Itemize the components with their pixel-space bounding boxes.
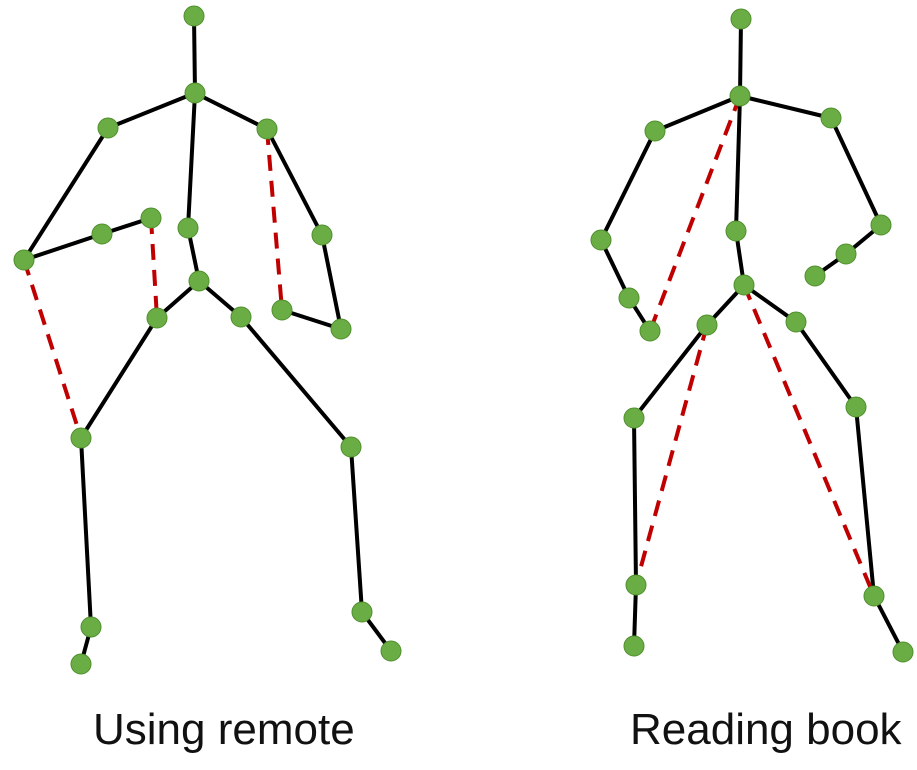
- left-relation-line-1: [149, 217, 159, 319]
- left-bone-2: [193, 91, 269, 131]
- right-joint-10: [804, 265, 826, 287]
- left-joint-3: [256, 118, 278, 140]
- right-bone-13: [632, 416, 638, 587]
- left-bone-12: [79, 316, 159, 440]
- left-joint-17: [351, 601, 373, 623]
- left-bone-3: [22, 126, 110, 262]
- right-joint-12: [696, 314, 718, 336]
- caption-using-remote: Using remote: [93, 705, 355, 754]
- left-joint-12: [271, 299, 293, 321]
- right-joint-13: [785, 311, 807, 333]
- left-joint-19: [380, 640, 402, 662]
- right-relation-line-0: [648, 95, 742, 332]
- left-relation-line-0: [22, 259, 83, 439]
- left-joint-13: [330, 318, 352, 340]
- right-bone-6: [829, 116, 883, 227]
- left-joint-0: [183, 5, 205, 27]
- left-joint-5: [91, 223, 113, 245]
- right-bone-3: [599, 129, 657, 242]
- left-joint-11: [230, 306, 252, 328]
- left-joint-18: [70, 653, 92, 675]
- right-joint-5: [618, 287, 640, 309]
- left-joint-9: [188, 270, 210, 292]
- right-bone-16: [794, 320, 858, 409]
- right-bone-12: [632, 323, 709, 420]
- left-bone-8: [265, 127, 324, 237]
- left-bone-17: [349, 445, 364, 614]
- right-joint-14: [623, 407, 645, 429]
- left-joint-6: [140, 207, 162, 229]
- right-relation-line-1: [634, 324, 709, 586]
- left-bone-1: [106, 91, 197, 130]
- left-bone-0: [192, 14, 197, 95]
- right-joint-8: [870, 214, 892, 236]
- left-bone-6: [186, 91, 197, 230]
- right-bone-15: [742, 283, 798, 324]
- right-bone-2: [738, 94, 833, 120]
- right-joint-16: [625, 574, 647, 596]
- left-joint-10: [146, 307, 168, 329]
- right-joint-3: [820, 107, 842, 129]
- left-joint-15: [340, 436, 362, 458]
- right-relation-line-2: [742, 284, 876, 597]
- left-joint-16: [80, 616, 102, 638]
- left-joint-1: [184, 82, 206, 104]
- right-joint-19: [892, 641, 914, 663]
- left-joint-7: [177, 217, 199, 239]
- left-joint-4: [13, 249, 35, 271]
- right-joint-6: [639, 320, 661, 342]
- left-joint-8: [311, 224, 333, 246]
- right-bone-0: [738, 17, 743, 98]
- right-bone-9: [734, 94, 742, 233]
- left-bone-9: [320, 233, 343, 331]
- skeleton-reading-book: [590, 8, 914, 663]
- left-joint-2: [97, 117, 119, 139]
- right-joint-0: [730, 8, 752, 30]
- left-relation-line-2: [265, 128, 284, 311]
- left-bone-15: [79, 436, 93, 629]
- right-joint-7: [725, 220, 747, 242]
- right-bone-17: [854, 405, 876, 598]
- right-joint-17: [863, 585, 885, 607]
- right-bone-18: [872, 594, 905, 654]
- right-joint-2: [644, 120, 666, 142]
- caption-reading-book: Reading book: [630, 705, 902, 754]
- right-bone-4: [599, 238, 631, 300]
- right-bone-1: [653, 94, 742, 133]
- right-joint-9: [835, 243, 857, 265]
- left-joint-14: [70, 427, 92, 449]
- right-joint-1: [729, 85, 751, 107]
- skeleton-using-remote: [13, 5, 402, 675]
- right-joint-4: [590, 229, 612, 251]
- right-joint-11: [733, 274, 755, 296]
- right-joint-18: [623, 635, 645, 657]
- left-bone-14: [239, 315, 353, 449]
- right-joint-15: [845, 396, 867, 418]
- left-bone-4: [22, 232, 104, 262]
